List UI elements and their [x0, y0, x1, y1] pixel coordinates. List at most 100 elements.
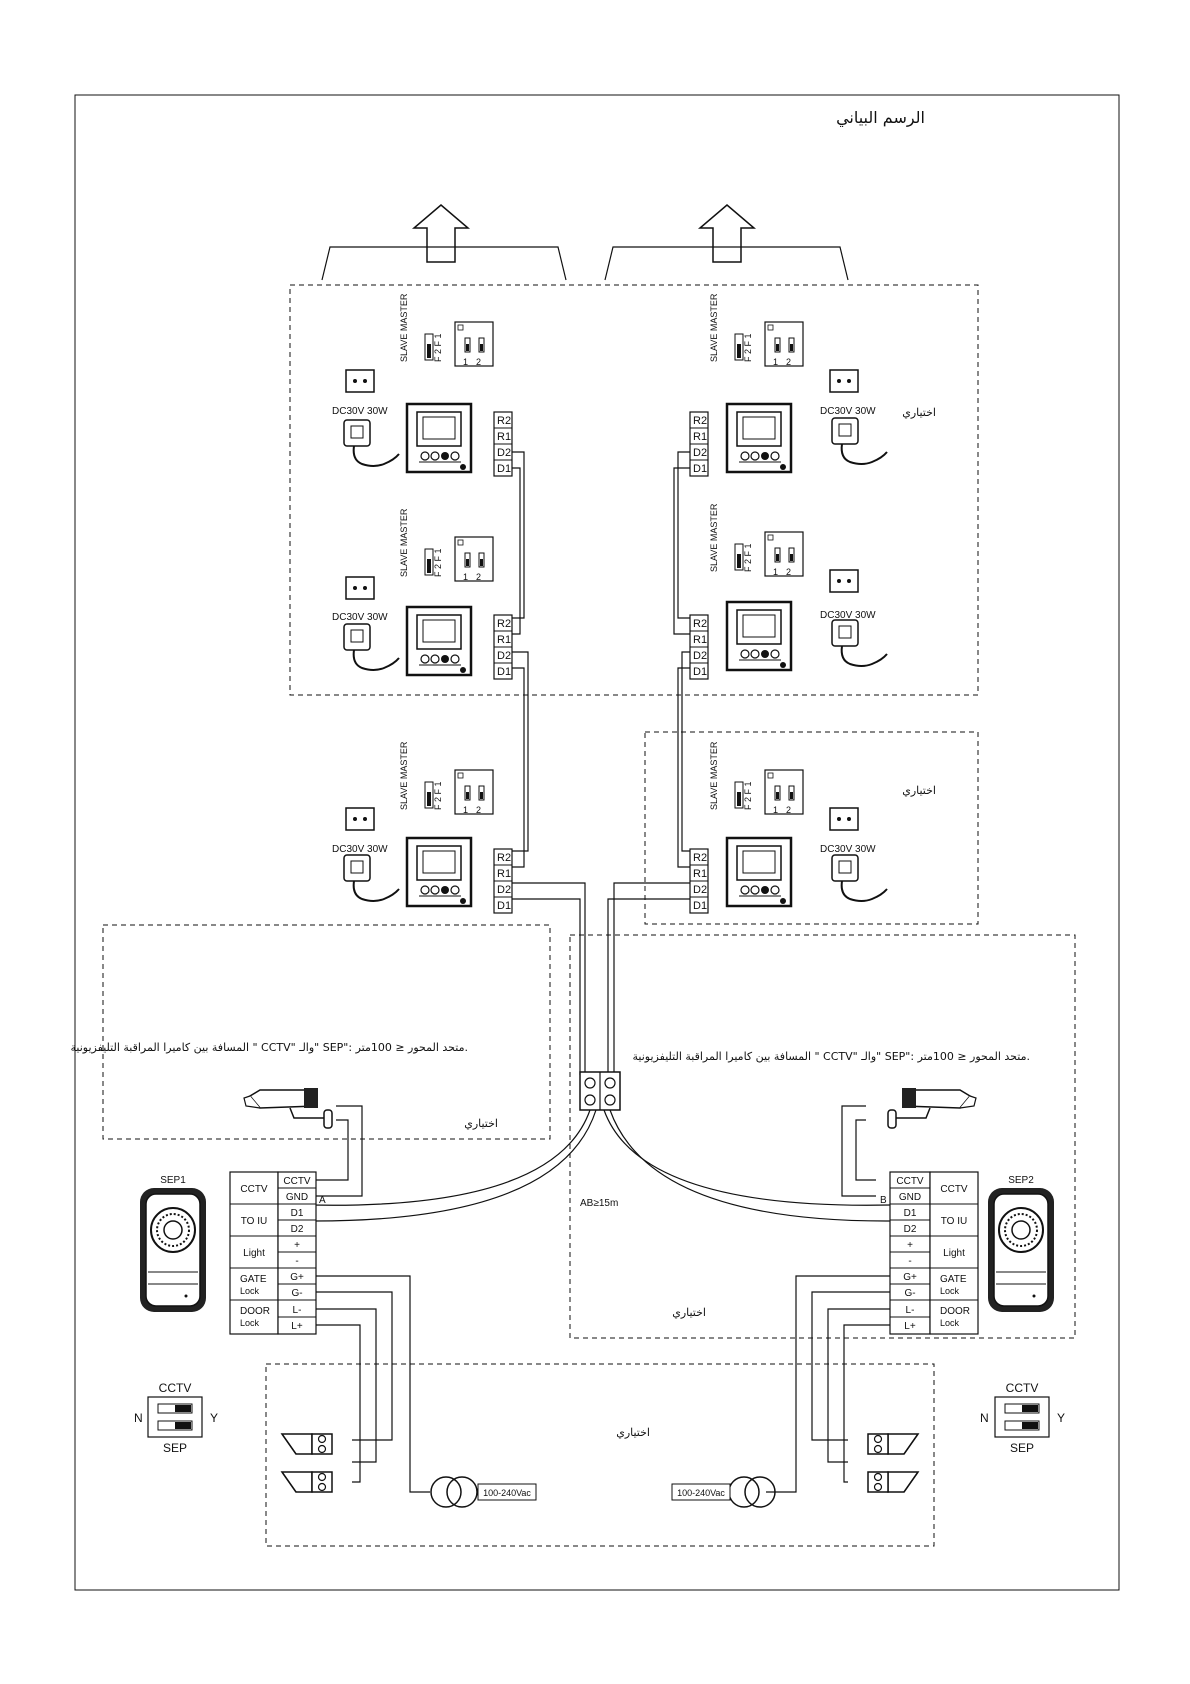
- cctv-camera-left: [243, 1087, 333, 1129]
- dip-label-1: 1: [773, 357, 778, 367]
- terminal-label: D2: [693, 650, 707, 662]
- bus-wires: [309, 451, 891, 1222]
- dip-label-2: 2: [786, 357, 791, 367]
- transformer-left: [430, 1476, 478, 1508]
- sep2-group-cctv: CCTV: [940, 1184, 968, 1195]
- selector-label-sep: SEP: [1010, 1441, 1034, 1455]
- junction-block: [579, 1071, 621, 1111]
- sep2-group-to-iu: TO IU: [941, 1216, 967, 1227]
- terminal-label: R1: [693, 431, 707, 443]
- dip-label-1: 1: [773, 805, 778, 815]
- terminal-label: D1: [693, 463, 707, 475]
- sep2-terminal: -: [908, 1256, 911, 1267]
- dip-label-2: 2: [476, 572, 481, 582]
- optional-box-cctv-right: [569, 934, 1076, 1339]
- terminal-table-sep2: [889, 1171, 979, 1335]
- dip-label-slave-master: SLAVE MASTER: [709, 741, 719, 810]
- optional-box-locks: [265, 1363, 935, 1547]
- dip-label-f: F 2 F 1: [743, 543, 753, 572]
- sep1-terminal: L+: [291, 1321, 303, 1332]
- sep1-terminal: D1: [291, 1208, 304, 1219]
- selector-label-n: N: [134, 1411, 143, 1425]
- terminal-label: R1: [497, 868, 511, 880]
- terminal-label: D2: [693, 447, 707, 459]
- terminal-label: D1: [497, 463, 511, 475]
- sep2-group-door-lock: Lock: [940, 1318, 960, 1328]
- selector-switch-right: [994, 1396, 1050, 1438]
- point-b-label: B: [880, 1195, 887, 1206]
- dip-label-slave-master: SLAVE MASTER: [709, 293, 719, 362]
- optional-box-right-monitor: [644, 731, 979, 925]
- up-arrow-right: [604, 204, 849, 281]
- power-label: DC30V 30W: [332, 612, 388, 623]
- dip-label-f: F 2 F 1: [433, 548, 443, 577]
- power-label: DC30V 30W: [820, 406, 876, 417]
- terminal-label: R1: [693, 868, 707, 880]
- terminal-label: D1: [497, 900, 511, 912]
- door-lock-right-2: [867, 1471, 919, 1493]
- cctv-camera-right: [887, 1087, 977, 1129]
- terminal-label: D2: [497, 447, 511, 459]
- terminal-label: D1: [497, 666, 511, 678]
- point-a-label: A: [319, 1195, 326, 1206]
- sep2-terminal: D2: [904, 1224, 917, 1235]
- terminal-label: R2: [497, 618, 511, 630]
- selector-label-y: Y: [1057, 1411, 1065, 1425]
- dip-label-f: F 2 F 1: [743, 333, 753, 362]
- dip-label-1: 1: [463, 572, 468, 582]
- optional-label: اختياري: [464, 1118, 498, 1130]
- terminal-label: R1: [497, 431, 511, 443]
- dip-label-1: 1: [773, 567, 778, 577]
- sep1-group-gate: GATE: [240, 1274, 267, 1285]
- sep1-terminal: D2: [291, 1224, 304, 1235]
- monitor-unit-right-3: [689, 769, 888, 914]
- terminal-label: R2: [497, 852, 511, 864]
- selector-label-cctv: CCTV: [159, 1381, 192, 1395]
- mains-label-left: 100-240Vac: [483, 1488, 531, 1498]
- selector-label-n: N: [980, 1411, 989, 1425]
- sep2-group-light: Light: [943, 1248, 965, 1259]
- terminal-label: R2: [693, 852, 707, 864]
- sep2-label: SEP2: [1008, 1175, 1034, 1186]
- distance-note-left: المسافة بين كاميرا المراقبة التليفزيونية…: [71, 1041, 468, 1054]
- sep1-terminal: CCTV: [283, 1176, 311, 1187]
- power-label: DC30V 30W: [332, 844, 388, 855]
- sep2-terminal: G+: [903, 1272, 917, 1283]
- terminal-label: R2: [497, 415, 511, 427]
- sep2-terminal: D1: [904, 1208, 917, 1219]
- optional-box-cctv-left: [102, 924, 551, 1140]
- door-lock-right-1: [867, 1433, 919, 1455]
- door-lock-left-2: [281, 1471, 333, 1493]
- page-border: [74, 94, 1120, 1591]
- selector-label-sep: SEP: [163, 1441, 187, 1455]
- monitor-unit-right-2: [689, 531, 888, 680]
- dip-label-slave-master: SLAVE MASTER: [399, 508, 409, 577]
- optional-label: اختياري: [672, 1307, 706, 1319]
- sep1-terminal: GND: [286, 1192, 308, 1203]
- sep1-group-door-lock: Lock: [240, 1318, 260, 1328]
- sep2-group-door: DOOR: [940, 1306, 970, 1317]
- selector-label-y: Y: [210, 1411, 218, 1425]
- power-label: DC30V 30W: [332, 406, 388, 417]
- terminal-label: D1: [693, 666, 707, 678]
- diagram-title: الرسم البياني: [836, 108, 925, 128]
- sep2-terminal: L+: [904, 1321, 916, 1332]
- terminal-label: D1: [693, 900, 707, 912]
- distance-note-right: المسافة بين كاميرا المراقبة التليفزيونية…: [633, 1050, 1030, 1063]
- terminal-label: R2: [693, 618, 707, 630]
- sep1-group-cctv: CCTV: [240, 1184, 268, 1195]
- dip-label-f: F 2 F 1: [433, 333, 443, 362]
- power-label: DC30V 30W: [820, 844, 876, 855]
- up-arrow-left: [321, 204, 567, 281]
- optional-label: اختياري: [902, 785, 936, 797]
- peripheral-wires: [316, 1105, 890, 1493]
- outdoor-station-sep2: [987, 1187, 1055, 1313]
- monitor-unit-left-3: [343, 769, 513, 914]
- dip-label-slave-master: SLAVE MASTER: [399, 741, 409, 810]
- sep1-terminal: G+: [290, 1272, 304, 1283]
- dip-label-1: 1: [463, 357, 468, 367]
- terminal-label: R2: [693, 415, 707, 427]
- sep1-label: SEP1: [160, 1175, 186, 1186]
- sep2-terminal: GND: [899, 1192, 921, 1203]
